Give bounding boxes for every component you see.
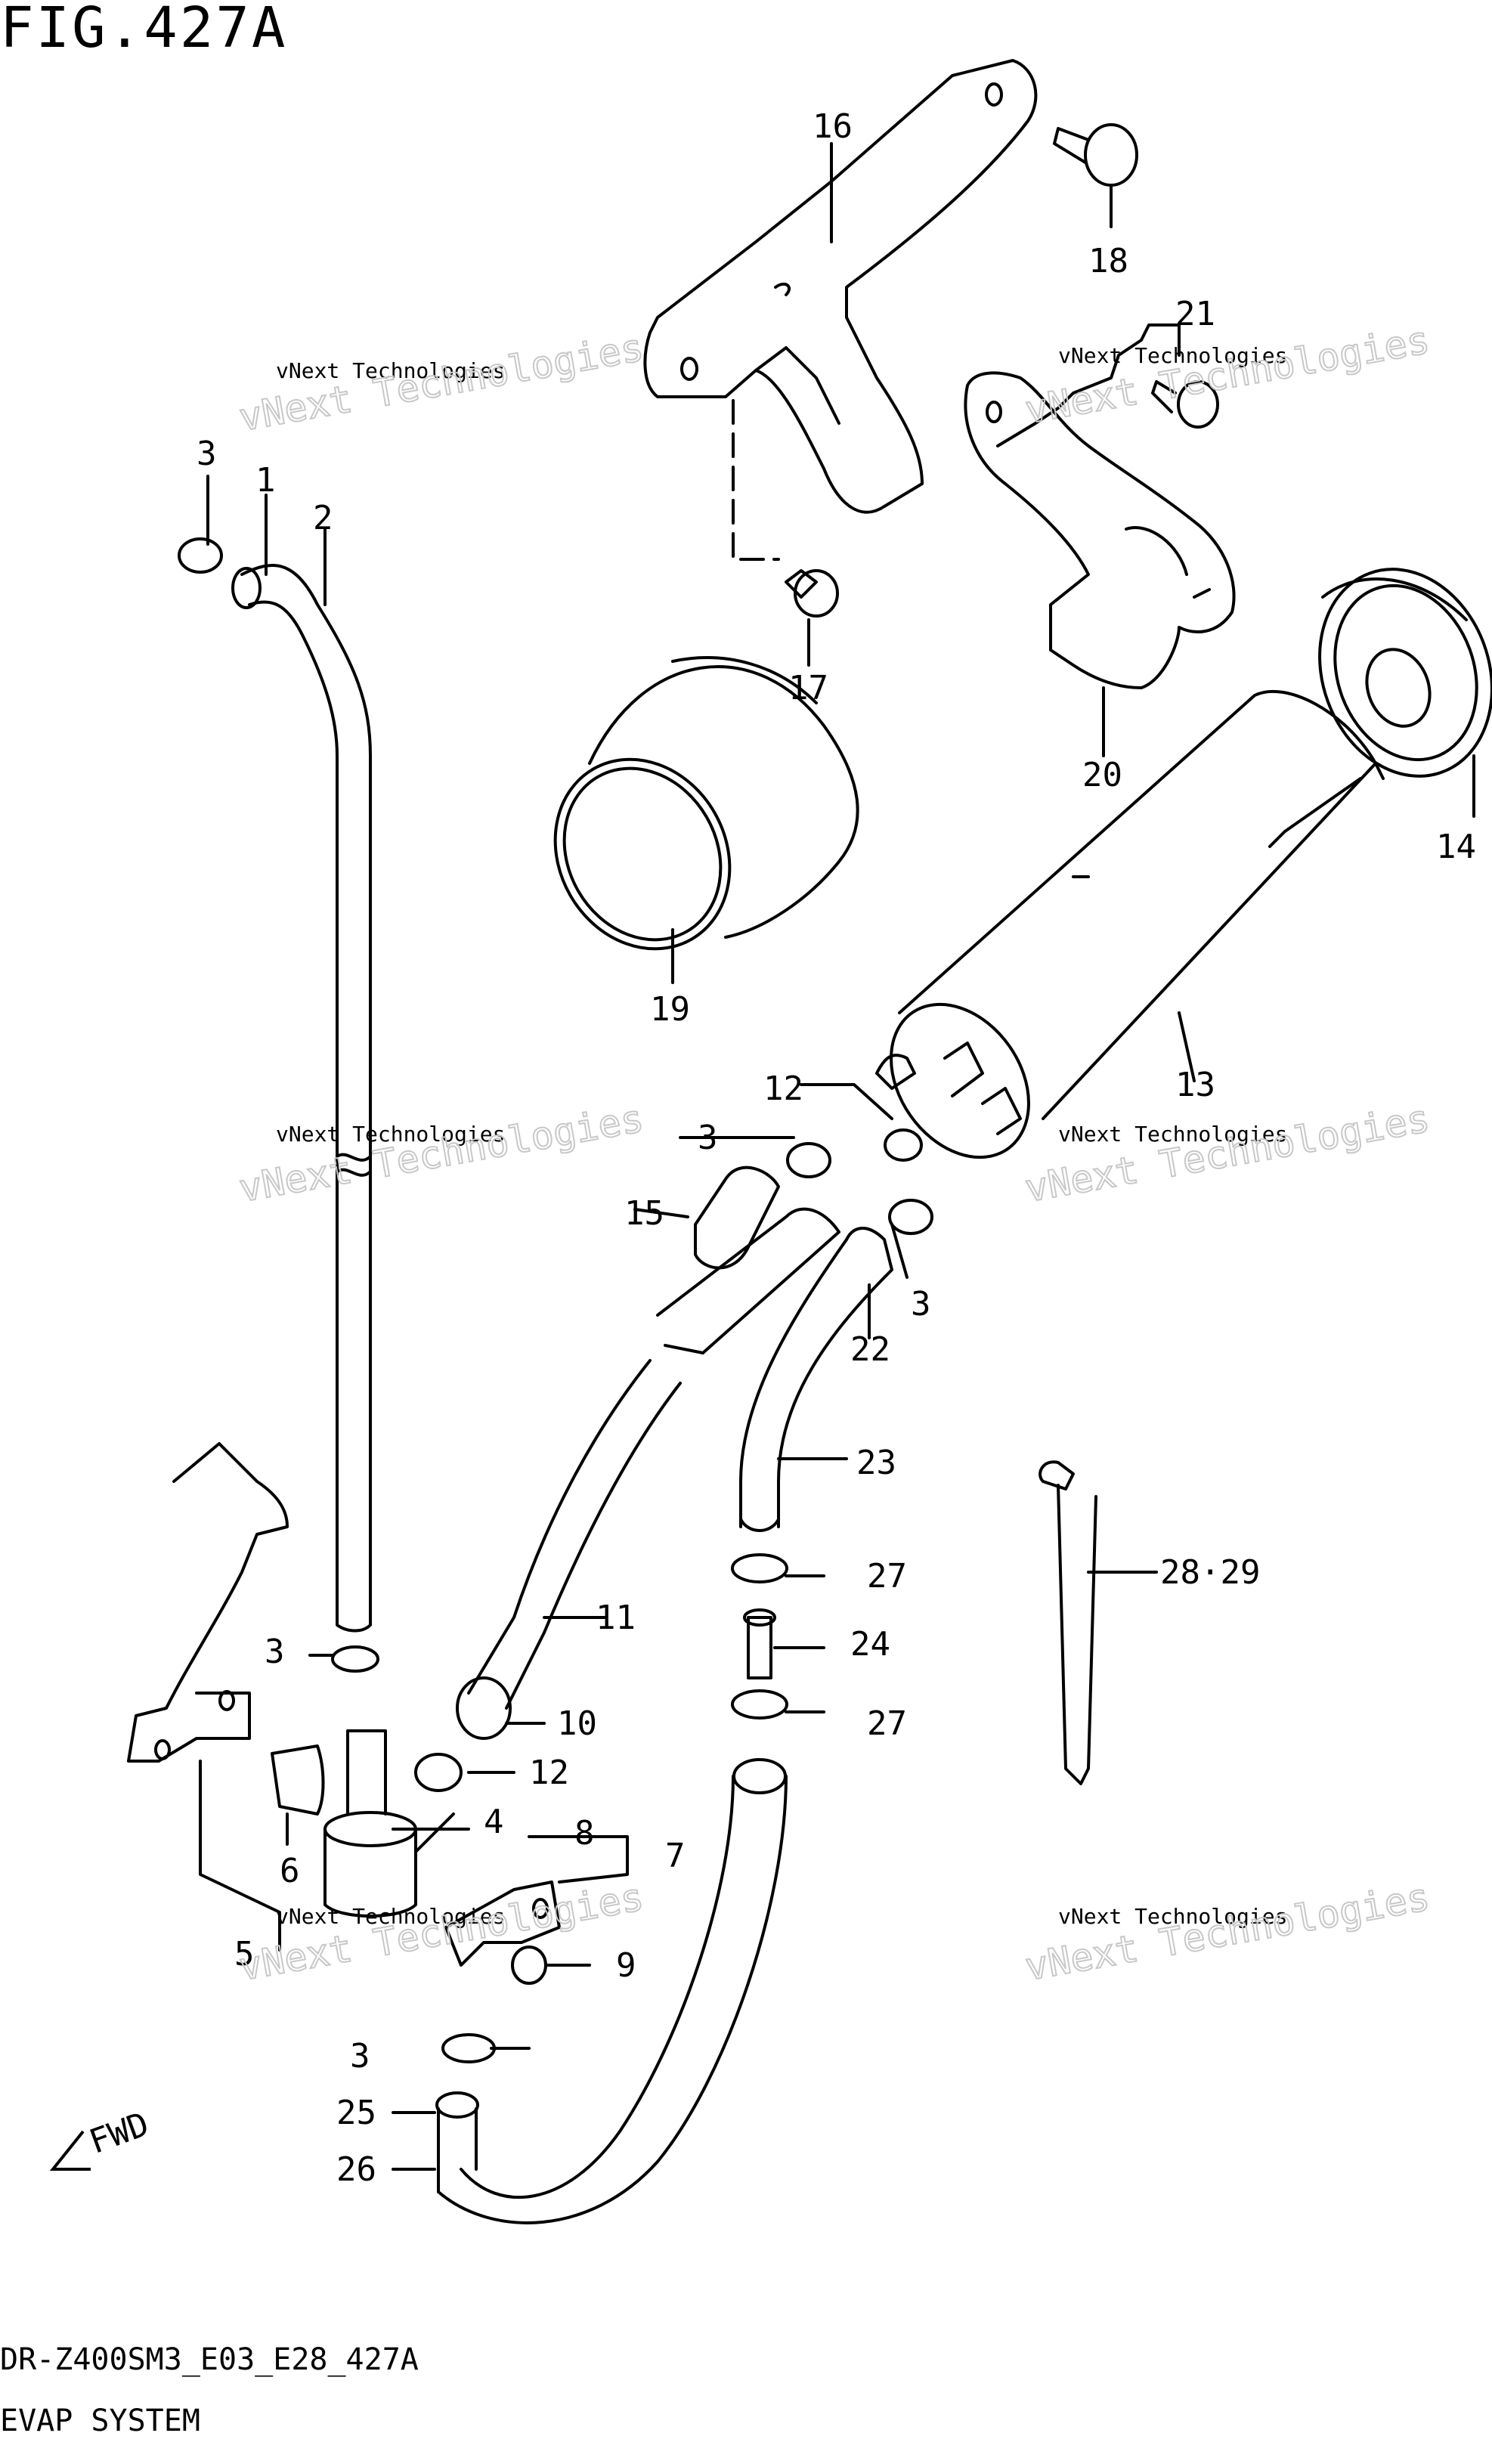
fitting-4 <box>323 1729 470 1918</box>
callout-label: 28·29 <box>1160 1553 1260 1592</box>
watermark-text: vNext Technologies <box>1058 1122 1287 1147</box>
plug-15 <box>633 1165 780 1270</box>
callout-label: 6 <box>280 1852 300 1890</box>
callout-label: 10 <box>557 1704 597 1743</box>
callout-label: 8 <box>574 1814 595 1853</box>
callout-label: 3 <box>265 1633 285 1671</box>
watermark-text: vNext Technologies <box>276 1122 505 1147</box>
callout-label: 12 <box>763 1069 803 1108</box>
callout-label: 3 <box>350 2037 370 2076</box>
callout-label: 18 <box>1088 242 1128 280</box>
callout-label: 7 <box>665 1837 686 1875</box>
hose-11 <box>456 1207 840 1740</box>
callout-label: 12 <box>529 1754 569 1792</box>
screw-21 <box>996 323 1219 447</box>
watermarks: vNext Technologies vNext Technologies vN… <box>235 317 1434 1990</box>
watermark-text: vNext Technologies <box>1022 1097 1433 1211</box>
cap-19 <box>553 656 859 984</box>
watermark-text: vNext Technologies <box>236 1875 647 1989</box>
fwd-arrow: FWD <box>49 2105 154 2171</box>
cable-tie-28-29 <box>1039 1460 1158 1785</box>
watermark-text: vNext Technologies <box>1058 343 1287 368</box>
watermark-text: vNext Technologies <box>1022 318 1433 432</box>
callout-labels: 3 1 2 16 18 21 17 20 14 19 12 13 3 15 3 … <box>197 107 1476 2189</box>
callout-label: 24 <box>850 1625 890 1664</box>
fwd-label: FWD <box>85 2105 154 2162</box>
callout-label: 20 <box>1082 756 1122 794</box>
callout-label: 23 <box>856 1444 896 1482</box>
callout-label: 3 <box>698 1119 718 1157</box>
bracket-16 <box>643 59 1038 514</box>
hose-1-2 <box>231 564 372 1633</box>
callout-label: 25 <box>336 2094 376 2132</box>
system-name: EVAP SYSTEM <box>0 2404 200 2438</box>
hose-22-23 <box>739 1227 893 1532</box>
bracket-20 <box>964 371 1236 757</box>
figure-title: FIG.427A <box>0 0 288 60</box>
bracket-8 <box>444 1835 629 1967</box>
bolt-18 <box>1053 123 1138 228</box>
bracket-5 <box>127 1442 289 1952</box>
callout-label: 3 <box>197 435 217 473</box>
callout-label: 3 <box>911 1285 931 1323</box>
callout-label: 2 <box>313 499 333 537</box>
callout-label: 15 <box>624 1194 664 1233</box>
model-code: DR-Z400SM3_E03_E28_427A <box>0 2342 419 2377</box>
callout-label: 27 <box>867 1557 907 1596</box>
watermark-text: vNext Technologies <box>276 1904 505 1929</box>
callout-label: 26 <box>336 2150 376 2189</box>
callout-label: 9 <box>616 1946 636 1985</box>
cap-14 <box>1318 568 1492 818</box>
watermark-text: vNext Technologies <box>1058 1904 1287 1929</box>
callout-label: 1 <box>255 461 276 500</box>
hose-25-26 <box>392 1758 788 2224</box>
callout-label: 14 <box>1436 828 1476 866</box>
callout-label: 5 <box>234 1935 255 1973</box>
clamps <box>178 537 933 2063</box>
callout-label: 27 <box>867 1704 907 1743</box>
leader-lines <box>206 142 1090 1279</box>
callout-label: 4 <box>484 1803 504 1841</box>
callout-label: 17 <box>788 669 828 707</box>
watermark-text: vNext Technologies <box>1022 1875 1433 1989</box>
callout-label: 16 <box>813 107 853 146</box>
canister-13 <box>875 689 1385 1159</box>
clip-6 <box>271 1744 325 1846</box>
screw-17 <box>732 399 839 667</box>
joint-24 <box>743 1608 825 1679</box>
watermark-text: vNext Technologies <box>236 1097 647 1211</box>
watermark-text: vNext Technologies <box>276 358 505 383</box>
callout-label: 19 <box>650 990 690 1029</box>
callout-label: 11 <box>596 1599 636 1637</box>
callout-label: 13 <box>1175 1066 1215 1104</box>
callout-label: 22 <box>850 1330 890 1369</box>
screw-9 <box>511 1946 591 1985</box>
callout-label: 21 <box>1175 295 1215 333</box>
